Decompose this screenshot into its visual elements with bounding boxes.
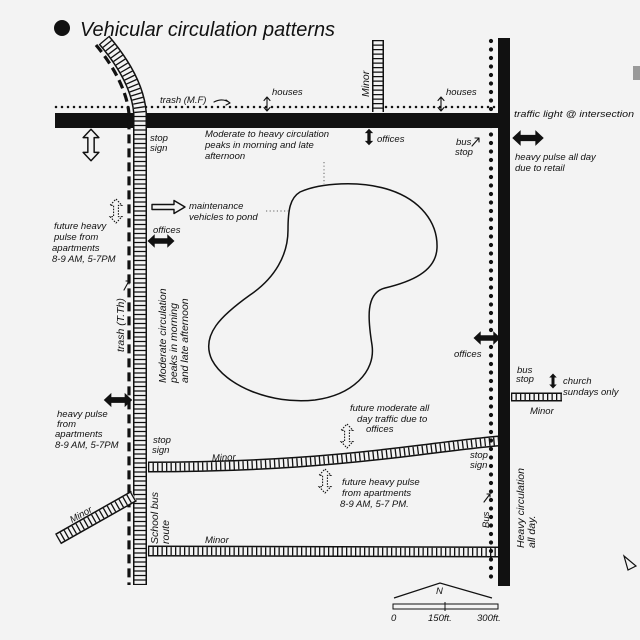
moderate-heavy-top-line: peaks in morning and late (204, 140, 314, 151)
future-heavy-apartments-center-label: future heavy pulse from apartments 8-9 A… (340, 477, 422, 510)
stop-sign-line: sign (150, 143, 167, 154)
title-bullet (54, 20, 70, 36)
future-moderate-line: day traffic due to (357, 414, 427, 425)
future-heavy-center-line: 8-9 AM, 5-7 PM. (340, 499, 409, 510)
trash-tth-arrow-icon (123, 280, 130, 291)
bus-stop-right-line: stop (516, 374, 534, 385)
scale-label: 300ft. (477, 613, 501, 624)
diagram-title: Vehicular circulation patterns (80, 19, 335, 41)
church-label: church sundays only (563, 376, 620, 398)
future-heavy-center-line: from apartments (342, 488, 411, 499)
minor-right-label: Minor (530, 406, 555, 417)
north-arrow-icon (393, 582, 493, 599)
school-bus-route-line: School bus (149, 491, 161, 544)
stop-sign-line: stop (150, 133, 168, 144)
moderate-left-line: and late afternoon (179, 298, 191, 383)
heavy-pulse-left-line: heavy pulse (57, 409, 108, 420)
trash-tth-label: trash (T.Th) (115, 298, 127, 352)
stop-sign-line: sign (470, 460, 487, 471)
north-arrow-label: N (436, 586, 443, 597)
trash-mf-label: trash (M.F) (160, 95, 206, 106)
school-bus-route-label: School bus route (149, 489, 172, 544)
offices-top-label: offices (377, 134, 405, 145)
stop-sign-left-lower-label: stop sign (152, 435, 174, 456)
school-bus-route-line: route (160, 520, 172, 544)
maintenance-label: maintenance vehicles to pond (189, 201, 258, 223)
maintenance-line: vehicles to pond (189, 212, 258, 223)
heavy-pulse-left-line: from (57, 419, 76, 430)
minor-curved-road-label: Minor (212, 452, 237, 464)
heavy-pulse-retail-line: due to retail (515, 163, 566, 174)
heavy-pulse-left-line: apartments (55, 429, 103, 440)
minor-road-bottom (148, 551, 499, 552)
future-moderate-line: offices (366, 424, 394, 435)
stop-sign-line: stop (470, 450, 488, 461)
future-heavy-left-line: pulse from (53, 232, 98, 243)
scale-label: 0 (391, 613, 397, 624)
offices-right-label: offices (454, 349, 482, 360)
future-heavy-apartments-left-label: future heavy pulse from apartments 8-9 A… (52, 221, 116, 265)
moderate-left-line: peaks in morning (168, 303, 180, 384)
edge-fragment-arrow-icon (622, 554, 638, 571)
future-heavy-center-line: future heavy pulse (342, 477, 420, 488)
stop-sign-line: sign (152, 445, 169, 456)
moderate-heavy-top-line: Moderate to heavy circulation (205, 129, 329, 140)
church-line: church (563, 376, 592, 387)
heavy-pulse-left-line: 8-9 AM, 5-7PM (55, 440, 119, 451)
heavy-pulse-retail-label: heavy pulse all day due to retail (515, 152, 598, 174)
bus-stop-right-label: bus stop (516, 365, 535, 385)
future-heavy-left-line: future heavy (54, 221, 108, 232)
church-line: sundays only (563, 387, 620, 398)
stop-sign-right-lower-label: stop sign (470, 450, 491, 471)
houses-right-label: houses (446, 87, 477, 98)
right-main-road (498, 38, 510, 586)
heavy-circulation-line: all day. (526, 516, 538, 549)
moderate-heavy-top-label: Moderate to heavy circulation peaks in m… (204, 129, 332, 162)
heavy-pulse-apartments-left-label: heavy pulse from apartments 8-9 AM, 5-7P… (55, 409, 119, 451)
future-moderate-offices-label: future moderate all day traffic due to o… (350, 403, 432, 435)
scale-bar: 0 150ft. 300ft. (391, 602, 501, 624)
maintenance-arrow-icon (151, 199, 186, 215)
offices-left-label: offices (153, 225, 181, 236)
future-heavy-left-line: 8-9 AM, 5-7PM (52, 254, 116, 265)
bus-stop-right-line: bus (517, 365, 533, 376)
moderate-left-vertical-label: Moderate circulation peaks in morning an… (157, 286, 191, 384)
bus-stop-top-label: bus stop (455, 137, 474, 158)
moderate-left-line: Moderate circulation (157, 288, 169, 383)
bus-vertical-label: Bus (481, 511, 492, 528)
bus-vertical-arrow-icon (483, 493, 491, 503)
stop-sign-line: stop (153, 435, 171, 446)
maintenance-line: maintenance (189, 201, 243, 212)
bus-stop-top-line: bus (456, 137, 472, 148)
traffic-light-label: traffic light @ intersection (514, 109, 634, 120)
heavy-circulation-line: Heavy circulation (515, 468, 527, 548)
heavy-pulse-retail-line: heavy pulse all day (515, 152, 597, 163)
heavy-circulation-right-label: Heavy circulation all day. (515, 465, 538, 548)
bus-stop-top-arrow-icon (471, 137, 480, 147)
future-moderate-line: future moderate all (350, 403, 430, 414)
bus-stop-top-line: stop (455, 147, 473, 158)
scale-label: 150ft. (428, 613, 452, 624)
top-main-road (55, 113, 498, 128)
future-heavy-left-line: apartments (52, 243, 100, 254)
trash-mf-arrow-icon (213, 99, 231, 106)
pond-outline (207, 183, 438, 402)
minor-top-label: Minor (360, 70, 372, 97)
houses-left-label: houses (272, 87, 303, 98)
moderate-heavy-top-line: afternoon (205, 151, 245, 162)
minor-bottom-label: Minor (205, 535, 230, 546)
edge-fragment (633, 66, 640, 80)
stop-sign-top-left-label: stop sign (150, 133, 171, 154)
